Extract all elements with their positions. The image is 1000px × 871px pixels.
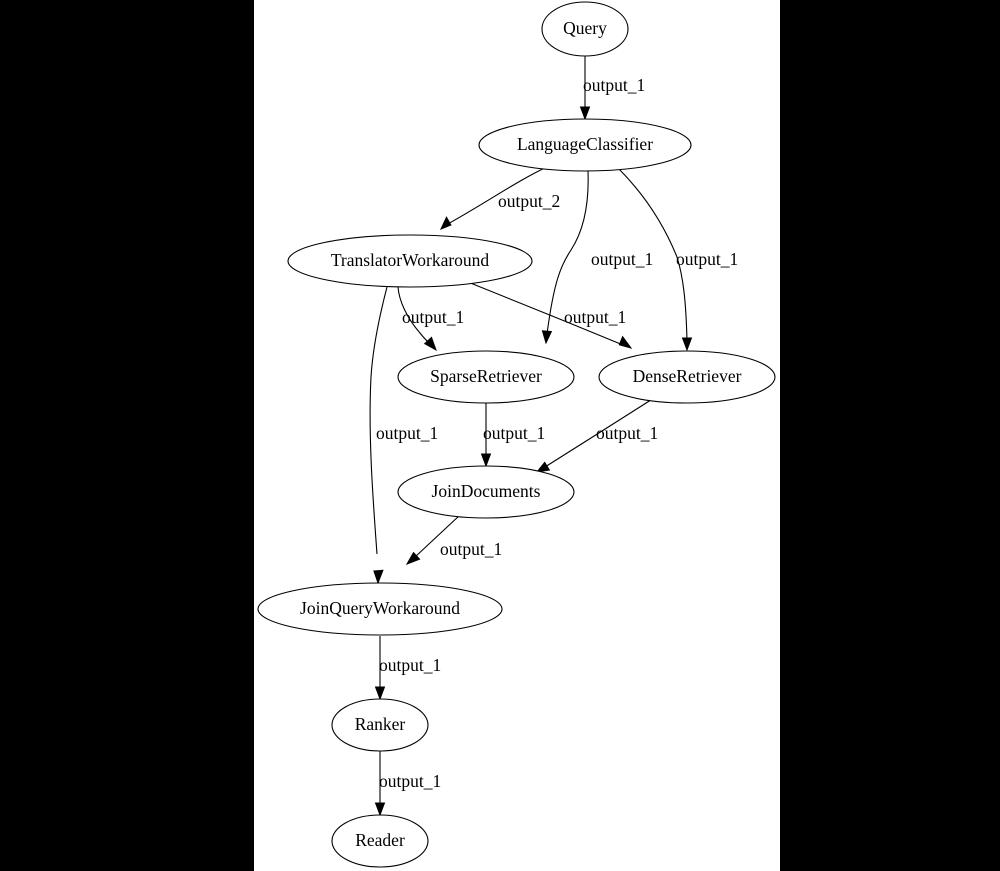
node-ellipse[interactable] xyxy=(257,582,503,636)
edge-label: output_1 xyxy=(596,423,658,443)
edge-line xyxy=(397,286,431,345)
node-label: DenseRetriever xyxy=(633,366,742,386)
edge-line xyxy=(462,279,624,346)
node-ellipse[interactable] xyxy=(598,350,776,404)
node-ellipse[interactable] xyxy=(541,1,629,57)
arrowhead-icon xyxy=(374,802,386,817)
edge-line xyxy=(369,286,388,555)
edge-label: output_1 xyxy=(483,423,545,443)
edge-label: output_1 xyxy=(591,249,653,269)
node-ellipse[interactable] xyxy=(397,465,575,519)
graph-node[interactable]: Ranker xyxy=(331,698,429,752)
node-ellipse[interactable] xyxy=(397,350,575,404)
arrowhead-icon xyxy=(373,569,384,585)
edge-label: output_1 xyxy=(379,771,441,791)
node-ellipse[interactable] xyxy=(331,814,429,868)
edge-label: output_1 xyxy=(440,539,502,559)
node-label: Query xyxy=(563,18,607,38)
edge-line xyxy=(544,397,655,468)
arrowhead-icon xyxy=(618,335,633,349)
arrowhead-icon xyxy=(405,551,421,565)
graph-node[interactable]: LanguageClassifier xyxy=(478,118,692,172)
node-label: Reader xyxy=(355,830,405,850)
graph-edge: output_1 xyxy=(535,397,658,473)
graph-edge: output_1 xyxy=(541,170,653,345)
node-ellipse[interactable] xyxy=(287,234,533,288)
edge-line xyxy=(546,170,589,335)
arrowhead-icon xyxy=(440,216,452,230)
edge-label: output_1 xyxy=(583,75,645,95)
edge-line xyxy=(617,167,688,342)
edge-label: output_1 xyxy=(379,655,441,675)
edge-line xyxy=(445,164,552,226)
nodes-layer: QueryLanguageClassifierTranslatorWorkaro… xyxy=(257,1,776,868)
arrowhead-icon xyxy=(374,686,386,701)
graph-edge: output_2 xyxy=(440,164,560,230)
node-label: SparseRetriever xyxy=(430,366,542,386)
graph-edge: output_1 xyxy=(397,286,464,352)
node-ellipse[interactable] xyxy=(478,118,692,172)
graph-edge: output_1 xyxy=(374,635,441,701)
node-label: TranslatorWorkaround xyxy=(331,250,490,270)
arrowhead-icon xyxy=(681,337,693,352)
node-label: Ranker xyxy=(355,714,406,734)
edges-layer: output_1 output_2 output_1 output_1 output_1… xyxy=(369,56,738,817)
edge-line xyxy=(414,514,461,558)
edge-label: output_1 xyxy=(402,307,464,327)
arrowhead-icon xyxy=(579,106,591,121)
edge-label: output_2 xyxy=(498,191,560,211)
graph-node[interactable]: Reader xyxy=(331,814,429,868)
graph-edge: output_1 xyxy=(579,56,645,121)
graph-edge: output_1 xyxy=(374,750,441,817)
node-label: LanguageClassifier xyxy=(517,134,653,154)
graph-node[interactable]: DenseRetriever xyxy=(598,350,776,404)
graph-edge: output_1 xyxy=(617,167,738,352)
graph-node[interactable]: TranslatorWorkaround xyxy=(287,234,533,288)
node-label: JoinDocuments xyxy=(432,481,541,501)
graph-node[interactable]: SparseRetriever xyxy=(397,350,575,404)
edge-label: output_1 xyxy=(376,423,438,443)
graph-edge: output_1 xyxy=(462,279,633,349)
arrowhead-icon xyxy=(541,330,553,345)
edge-label: output_1 xyxy=(676,249,738,269)
graph-edge: output_1 xyxy=(369,286,438,585)
graph-node[interactable]: Query xyxy=(541,1,629,57)
arrowhead-icon xyxy=(480,453,492,468)
graph-node[interactable]: JoinQueryWorkaround xyxy=(257,582,503,636)
graph-edge: output_1 xyxy=(405,514,502,565)
arrowhead-icon xyxy=(423,336,437,352)
graph-edge: output_1 xyxy=(480,403,545,468)
arrowhead-icon xyxy=(535,461,551,473)
node-label: JoinQueryWorkaround xyxy=(300,598,460,618)
node-ellipse[interactable] xyxy=(331,698,429,752)
edge-label: output_1 xyxy=(564,307,626,327)
graph-node[interactable]: JoinDocuments xyxy=(397,465,575,519)
